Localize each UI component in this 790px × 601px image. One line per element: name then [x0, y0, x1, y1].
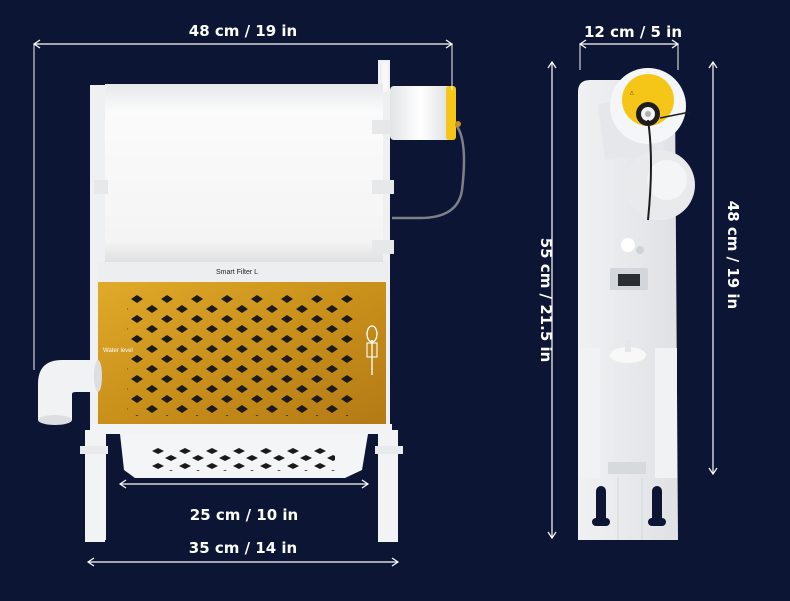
hex-perforation [127, 294, 355, 416]
filter-roll [105, 84, 383, 269]
dimension-side-upper-height: 48 cm / 19 in [708, 60, 742, 476]
motor-housing [390, 86, 452, 140]
motor-cable [392, 124, 466, 220]
dimension-base-width: 35 cm / 14 in [86, 539, 400, 567]
outlet-pipe [38, 360, 102, 425]
product-label: Smart Filter L [216, 269, 258, 276]
side-view: △ [578, 68, 695, 540]
dimension-side-depth: 12 cm / 5 in [578, 23, 682, 70]
tray-width-label: 25 cm / 10 in [190, 506, 298, 524]
side-depth-label: 12 cm / 5 in [584, 23, 682, 41]
front-right-leg [378, 430, 398, 542]
side-cap-label: △ [630, 90, 634, 96]
dimension-side-total-height: 55 cm / 21.5 in [537, 60, 557, 540]
water-level-indicator [366, 325, 378, 375]
water-level-label: Water level [103, 348, 133, 354]
side-cable [647, 119, 652, 221]
front-left-leg [85, 430, 105, 542]
motor-cap [446, 86, 456, 140]
front-width-label: 48 cm / 19 in [189, 22, 297, 40]
base-width-label: 35 cm / 14 in [189, 539, 297, 557]
side-upper-height-label: 48 cm / 19 in [724, 201, 742, 309]
side-motor-cap [622, 74, 674, 126]
tray-perforation [150, 447, 335, 471]
panel-shelf [92, 424, 392, 434]
filter-bar [98, 262, 388, 282]
dimension-front-width: 48 cm / 19 in [32, 22, 454, 370]
front-view: Smart Filter L Water level [38, 60, 466, 542]
side-total-height-label: 55 cm / 21.5 in [537, 238, 555, 363]
dimension-tray-width: 25 cm / 10 in [118, 479, 370, 524]
